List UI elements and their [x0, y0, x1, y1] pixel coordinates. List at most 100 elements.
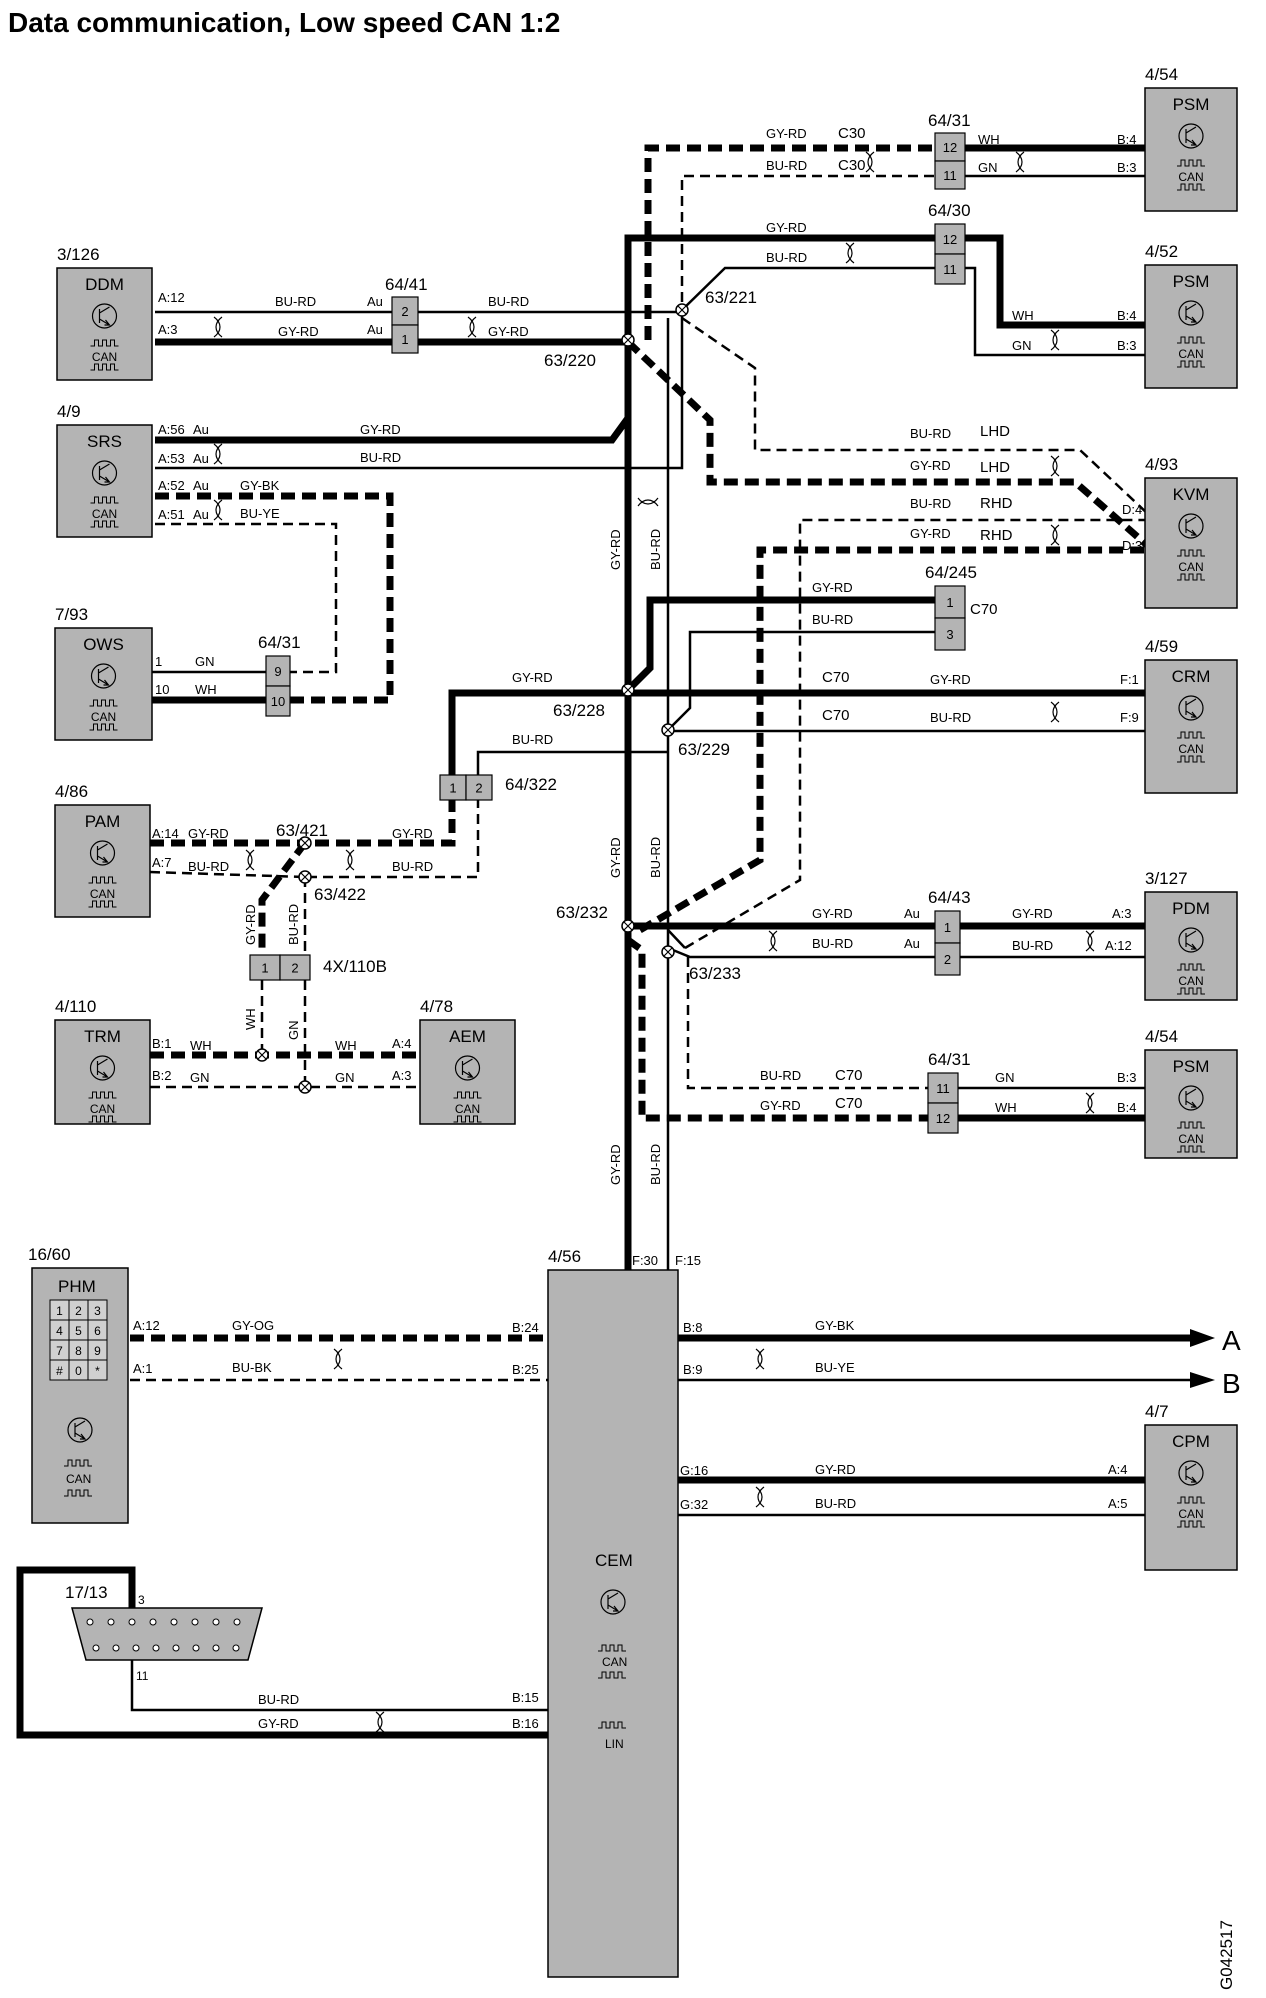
- output-b-label: B: [1222, 1368, 1241, 1399]
- svg-text:1: 1: [155, 654, 162, 669]
- connector-pin: 11: [943, 168, 957, 183]
- cem-name: CEM: [595, 1551, 633, 1570]
- svg-text:GY-RD: GY-RD: [258, 1716, 299, 1731]
- svg-text:B:8: B:8: [683, 1320, 703, 1335]
- svg-text:B:3: B:3: [1117, 160, 1137, 175]
- svg-text:BU-RD: BU-RD: [910, 496, 951, 511]
- svg-text:RHD: RHD: [980, 527, 1013, 544]
- svg-text:Au: Au: [193, 478, 209, 493]
- module-bus: CAN: [1178, 742, 1203, 756]
- svg-text:B:24: B:24: [512, 1320, 539, 1335]
- svg-text:B:9: B:9: [683, 1362, 703, 1377]
- svg-text:F:9: F:9: [1120, 710, 1139, 725]
- svg-text:GY-RD: GY-RD: [608, 529, 623, 570]
- connector-pin: 2: [475, 781, 482, 796]
- svg-text:Au: Au: [193, 507, 209, 522]
- svg-text:BU-RD: BU-RD: [1012, 938, 1053, 953]
- splice-63-232: [621, 919, 635, 933]
- connector-ref: 64/245: [925, 563, 977, 582]
- keypad-key: 8: [75, 1344, 82, 1358]
- wire-labels: GY-RD C30 BU-RD C30 WH GN B:4 B:3 GY-RD …: [133, 125, 1142, 1731]
- module-ref: 4/93: [1145, 455, 1178, 474]
- svg-text:63/422: 63/422: [314, 885, 366, 904]
- module-ref: 4/59: [1145, 637, 1178, 656]
- connector-pin: 1: [449, 781, 456, 796]
- svg-text:F:15: F:15: [675, 1253, 701, 1268]
- module-bus: CAN: [1178, 560, 1203, 574]
- connector-pin: 11: [936, 1081, 950, 1096]
- module-name: AEM: [449, 1027, 486, 1046]
- svg-text:Au: Au: [193, 451, 209, 466]
- svg-text:BU-RD: BU-RD: [815, 1496, 856, 1511]
- modules: 4/54PSMCAN4/52PSMCAN3/126DDMCAN4/9SRSCAN…: [54, 65, 1238, 1571]
- svg-text:BU-RD: BU-RD: [760, 1068, 801, 1083]
- svg-text:GN: GN: [335, 1070, 355, 1085]
- svg-text:LHD: LHD: [980, 459, 1010, 476]
- wires: [16, 144, 1192, 1739]
- svg-text:B:4: B:4: [1117, 132, 1137, 147]
- svg-text:A:5: A:5: [1108, 1496, 1128, 1511]
- arrow-a: [1190, 1329, 1215, 1347]
- svg-text:GN: GN: [286, 1021, 301, 1041]
- splice-63-229: [661, 723, 675, 737]
- svg-text:BU-RD: BU-RD: [258, 1692, 299, 1707]
- svg-text:A:12: A:12: [133, 1318, 160, 1333]
- svg-text:BU-BK: BU-BK: [232, 1360, 272, 1375]
- svg-text:D:4: D:4: [1122, 502, 1142, 517]
- svg-text:BU-RD: BU-RD: [512, 732, 553, 747]
- svg-text:GY-RD: GY-RD: [766, 126, 807, 141]
- svg-text:A:12: A:12: [158, 290, 185, 305]
- svg-text:BU-RD: BU-RD: [648, 529, 663, 570]
- module-name: PSM: [1173, 1057, 1210, 1076]
- module-ref: 4/86: [55, 782, 88, 801]
- connector-pin: 1: [401, 332, 408, 347]
- splice-63-220: [621, 333, 635, 347]
- module-bus: CAN: [1178, 1132, 1203, 1146]
- svg-text:GY-RD: GY-RD: [760, 1098, 801, 1113]
- svg-text:A:51: A:51: [158, 507, 185, 522]
- svg-text:PHM: PHM: [58, 1277, 96, 1296]
- svg-text:F:30: F:30: [632, 1253, 658, 1268]
- module-bus: CAN: [92, 350, 117, 364]
- cem-bus-lin: LIN: [605, 1737, 624, 1751]
- cem-bus: CAN: [602, 1655, 627, 1669]
- module-name: CPM: [1172, 1432, 1210, 1451]
- connector-ref: 4X/110B: [323, 957, 387, 976]
- connector-ref: 64/31: [258, 633, 301, 652]
- svg-text:A:4: A:4: [1108, 1462, 1128, 1477]
- svg-text:BU-RD: BU-RD: [648, 1144, 663, 1185]
- connector-pin: 3: [946, 627, 953, 642]
- connector-ref: 64/30: [928, 201, 971, 220]
- svg-text:A:12: A:12: [1105, 938, 1132, 953]
- svg-text:Au: Au: [904, 936, 920, 951]
- svg-text:17/13: 17/13: [65, 1583, 108, 1602]
- svg-text:C70: C70: [835, 1095, 863, 1112]
- module-bus: CAN: [1178, 974, 1203, 988]
- svg-text:BU-RD: BU-RD: [812, 936, 853, 951]
- svg-text:A:53: A:53: [158, 451, 185, 466]
- svg-text:C70: C70: [835, 1067, 863, 1084]
- svg-text:A:56: A:56: [158, 422, 185, 437]
- module-ref: 3/126: [57, 245, 100, 264]
- connector-pin: 1: [261, 961, 268, 976]
- module-bus: CAN: [90, 1102, 115, 1116]
- module-ref: 4/7: [1145, 1402, 1169, 1421]
- svg-text:GY-RD: GY-RD: [812, 580, 853, 595]
- svg-text:BU-RD: BU-RD: [648, 837, 663, 878]
- svg-text:B:4: B:4: [1117, 1100, 1137, 1115]
- svg-text:A:52: A:52: [158, 478, 185, 493]
- svg-text:16/60: 16/60: [28, 1245, 71, 1264]
- svg-text:63/228: 63/228: [553, 701, 605, 720]
- keypad-key: #: [56, 1364, 63, 1378]
- module-name: PSM: [1173, 272, 1210, 291]
- svg-text:GY-RD: GY-RD: [488, 324, 529, 339]
- svg-text:GY-RD: GY-RD: [815, 1462, 856, 1477]
